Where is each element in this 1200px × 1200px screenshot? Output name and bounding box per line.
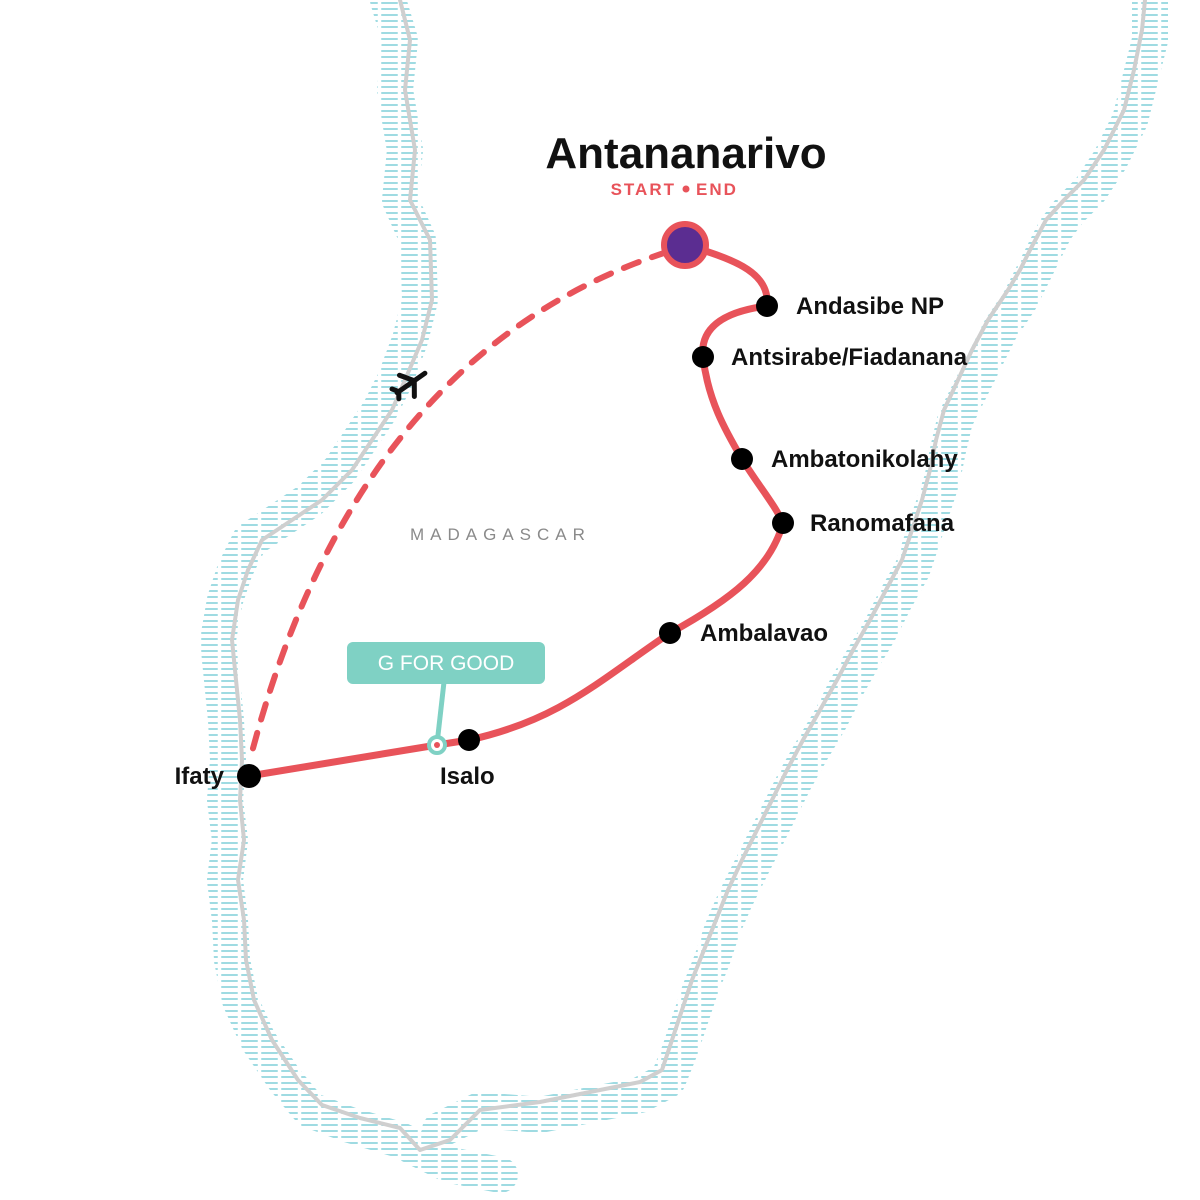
svg-text:END: END: [696, 180, 738, 199]
stop-ranomafana: Ranomafana: [772, 510, 955, 537]
country-label: MADAGASCAR: [410, 525, 591, 544]
airplane-icon: [389, 370, 428, 402]
water-hatching: [200, 0, 1168, 1193]
stop-ambalavao: Ambalavao: [659, 620, 828, 647]
start-end-caption: START END: [611, 180, 738, 199]
svg-text:Ranomafana: Ranomafana: [810, 510, 955, 537]
badge-label: G FOR GOOD: [378, 652, 515, 675]
svg-text:Isalo: Isalo: [440, 763, 495, 790]
stop-andasibe-np: Andasibe NP: [756, 293, 944, 320]
stop-antsirabe-fiadanana: Antsirabe/Fiadanana: [692, 344, 968, 371]
start-city-label: Antananarivo: [545, 129, 826, 178]
g-for-good-badge: G FOR GOOD: [347, 642, 545, 755]
stop-ambatonikolahy: Ambatonikolahy: [731, 446, 958, 473]
start-end-marker: [661, 221, 709, 269]
svg-text:Andasibe NP: Andasibe NP: [796, 293, 944, 320]
stop-ifaty: Ifaty: [175, 763, 261, 790]
coastline: [230, 0, 1147, 1152]
svg-text:Ifaty: Ifaty: [175, 763, 225, 790]
svg-text:Ambatonikolahy: Ambatonikolahy: [771, 446, 958, 473]
svg-text:Ambalavao: Ambalavao: [700, 620, 828, 647]
flight-route: [249, 249, 670, 755]
svg-text:Antsirabe/Fiadanana: Antsirabe/Fiadanana: [731, 344, 968, 371]
road-route: [245, 241, 787, 780]
svg-text:START: START: [611, 180, 676, 199]
stop-isalo: Isalo: [440, 729, 495, 790]
